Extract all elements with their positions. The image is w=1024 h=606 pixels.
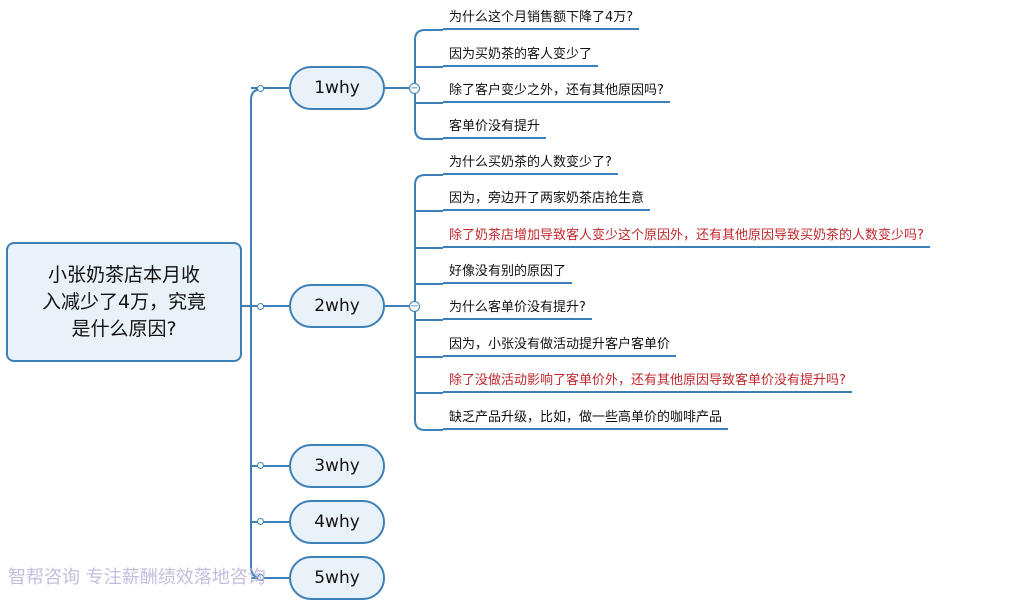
why2-item-7[interactable]: 除了没做活动影响了客单价外，还有其他原因导致客单价没有提升吗? bbox=[443, 371, 852, 393]
why-node-4[interactable]: 4why bbox=[289, 500, 385, 544]
why1-item-2[interactable]: 因为买奶茶的客人变少了 bbox=[443, 45, 599, 67]
why1-item-4[interactable]: 客单价没有提升 bbox=[443, 117, 547, 139]
root-topic[interactable]: 小张奶茶店本月收 入减少了4万，究竟 是什么原因? bbox=[6, 242, 242, 362]
collapse-icon[interactable]: − bbox=[409, 301, 420, 312]
why2-item-8[interactable]: 缺乏产品升级，比如，做一些高单价的咖啡产品 bbox=[443, 408, 729, 430]
why1-bracket-top bbox=[414, 29, 443, 41]
branch-dot-icon bbox=[257, 462, 264, 469]
branch-dot-icon bbox=[257, 303, 264, 310]
root-line-1: 小张奶茶店本月收 bbox=[47, 263, 200, 286]
branch-dot-icon bbox=[257, 574, 264, 581]
why-node-2[interactable]: 2why bbox=[289, 284, 385, 328]
why-node-1[interactable]: 1why bbox=[289, 66, 385, 110]
trunk-line bbox=[250, 88, 263, 579]
why2-bracket-bottom bbox=[414, 419, 443, 431]
branch-dot-icon bbox=[257, 518, 264, 525]
why2-item-2[interactable]: 因为，旁边开了两家奶茶店抢生意 bbox=[443, 189, 651, 211]
why2-bracket-top bbox=[414, 174, 443, 186]
root-topic-text: 小张奶茶店本月收 入减少了4万，究竟 是什么原因? bbox=[42, 262, 206, 343]
why2-item-5[interactable]: 为什么客单价没有提升? bbox=[443, 298, 592, 320]
why1-bracket-bottom bbox=[414, 128, 443, 140]
watermark: 智帮咨询 专注薪酬绩效落地咨询 bbox=[8, 567, 266, 588]
root-line-3: 是什么原因? bbox=[71, 317, 177, 340]
why2-item-6[interactable]: 因为，小张没有做活动提升客户客单价 bbox=[443, 335, 677, 357]
why1-item-3[interactable]: 除了客户变少之外，还有其他原因吗? bbox=[443, 81, 670, 103]
collapse-icon[interactable]: − bbox=[409, 83, 420, 94]
why1-item-1[interactable]: 为什么这个月销售额下降了4万? bbox=[443, 8, 640, 30]
why2-item-1[interactable]: 为什么买奶茶的人数变少了? bbox=[443, 153, 618, 175]
branch-dot-icon bbox=[257, 85, 264, 92]
root-line-2: 入减少了4万，究竟 bbox=[41, 290, 207, 313]
why2-item-4[interactable]: 好像没有别的原因了 bbox=[443, 262, 573, 284]
why-node-3[interactable]: 3why bbox=[289, 444, 385, 488]
why2-item-3[interactable]: 除了奶茶店增加导致客人变少这个原因外，还有其他原因导致买奶茶的人数变少吗? bbox=[443, 226, 930, 248]
why-node-5[interactable]: 5why bbox=[289, 556, 385, 600]
